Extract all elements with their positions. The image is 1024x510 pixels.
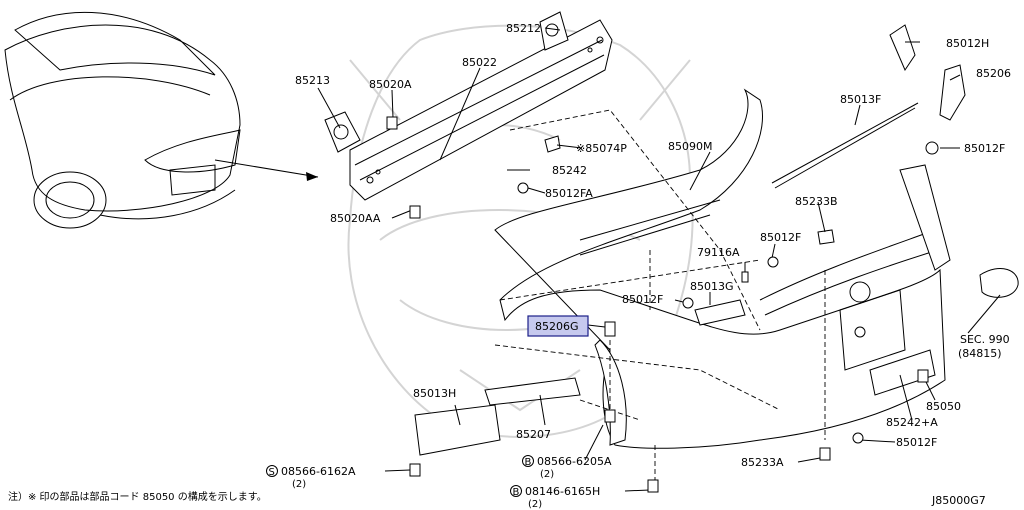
label-85013F[interactable]: 85013F <box>840 93 881 106</box>
label-85020A[interactable]: 85020A <box>369 78 412 91</box>
label-85022[interactable]: 85022 <box>462 56 497 69</box>
highlighted-part-box[interactable] <box>527 315 589 337</box>
bolt-b2-symbol: B <box>513 487 520 498</box>
label-85050[interactable]: 85050 <box>926 400 961 413</box>
label-85090M[interactable]: 85090M <box>668 140 712 153</box>
label-85206G[interactable]: 85206G <box>535 320 579 333</box>
bolt-s-qty: (2) <box>292 479 306 490</box>
bolt-s-part-number[interactable]: 08566-6162A <box>281 465 356 478</box>
footnote: 注）※ 印の部品は部品コード 85050 の構成を示します。 <box>8 490 267 503</box>
label-85020AA[interactable]: 85020AA <box>330 212 381 225</box>
label-85233B[interactable]: 85233B <box>795 195 838 208</box>
label-85013H[interactable]: 85013H <box>413 387 456 400</box>
bolt-b2-qty: (2) <box>528 499 542 510</box>
bolt-s-symbol: S <box>269 467 275 478</box>
label-85242A[interactable]: 85242+A <box>886 416 938 429</box>
bolt-b1-part-number[interactable]: 08566-6205A <box>537 455 612 468</box>
bolt-callouts: S 08566-6162A (2) B 08566-6205A (2) B 08… <box>266 455 612 510</box>
label-85213[interactable]: 85213 <box>295 74 330 87</box>
bolt-b2-part-number[interactable]: 08146-6165H <box>525 485 600 498</box>
label-85233A[interactable]: 85233A <box>741 456 784 469</box>
label-sec-990-ref: (84815) <box>958 347 1002 360</box>
label-79116A[interactable]: 79116A <box>697 246 740 259</box>
pointer-lines <box>317 27 1001 492</box>
label-sec-990[interactable]: SEC. 990 <box>960 333 1010 346</box>
reinforcement-beam <box>324 11 613 201</box>
label-85012FA[interactable]: 85012FA <box>545 187 593 200</box>
label-85012F-left[interactable]: 85012F <box>622 293 663 306</box>
leader-lines <box>494 109 826 480</box>
label-85012F-bottom[interactable]: 85012F <box>896 436 937 449</box>
fasteners <box>386 116 939 493</box>
bolt-b1-qty: (2) <box>540 469 554 480</box>
label-85212[interactable]: 85212 <box>506 22 541 35</box>
label-85242[interactable]: 85242 <box>552 164 587 177</box>
label-85206[interactable]: 85206 <box>976 67 1011 80</box>
bolt-b1-symbol: B <box>525 457 532 468</box>
vehicle-illustration <box>4 11 319 229</box>
diagram-code: J85000G7 <box>931 494 986 507</box>
label-85012H[interactable]: 85012H <box>946 37 989 50</box>
label-85012F-mid[interactable]: 85012F <box>760 231 801 244</box>
label-85207[interactable]: 85207 <box>516 428 551 441</box>
label-85012F-right[interactable]: 85012F <box>964 142 1005 155</box>
label-85013G[interactable]: 85013G <box>690 280 734 293</box>
part-labels: 85212 85022 85213 85020A 85020AA ※85074P… <box>295 22 1011 469</box>
label-85074P[interactable]: ※85074P <box>576 142 627 155</box>
